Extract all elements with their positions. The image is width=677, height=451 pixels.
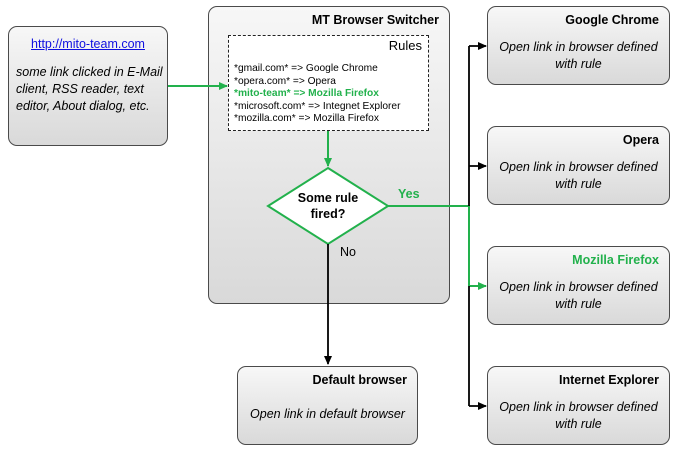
browser-text: Open link in browser defined with rule (499, 40, 658, 71)
browser-title: Opera (622, 133, 659, 147)
browser-title: Internet Explorer (558, 373, 659, 387)
source-box: http://mito-team.com some link clicked i… (8, 26, 168, 146)
browser-box-ie: Internet Explorer Open link in browser d… (487, 366, 670, 445)
rule-item: *microsoft.com* => Integnet Explorer (234, 100, 401, 112)
browser-box-opera: Opera Open link in browser defined with … (487, 126, 670, 205)
source-link[interactable]: http://mito-team.com (31, 37, 145, 51)
rule-item: *gmail.com* => Google Chrome (234, 63, 378, 74)
browser-box-chrome: Google Chrome Open link in browser defin… (487, 6, 670, 85)
browser-title: Google Chrome (565, 13, 659, 27)
browser-box-firefox: Mozilla Firefox Open link in browser def… (487, 246, 670, 325)
browser-text: Open link in browser defined with rule (499, 280, 658, 311)
default-browser-box: Default browser Open link in default bro… (237, 366, 418, 445)
no-label: No (340, 245, 356, 259)
rule-item: *opera.com* => Opera (234, 75, 336, 87)
browser-text: Open link in browser defined with rule (499, 160, 658, 191)
rules-list: *gmail.com* => Google Chrome*opera.com* … (234, 63, 400, 126)
rules-box: Rules *gmail.com* => Google Chrome*opera… (228, 35, 429, 131)
default-browser-text: Open link in default browser (250, 407, 405, 421)
switcher-title: MT Browser Switcher (311, 13, 439, 27)
browser-text: Open link in browser defined with rule (499, 400, 658, 431)
source-description: some link clicked in E-Mail client, RSS … (16, 65, 163, 113)
default-browser-title: Default browser (312, 373, 407, 387)
rule-item: *mozilla.com* => Mozilla Firefox (234, 113, 379, 125)
yes-label: Yes (398, 187, 420, 201)
rule-item: *mito-team* => Mozilla Firefox (234, 88, 379, 100)
decision-label: Some rule fired? (297, 191, 359, 221)
rules-title: Rules (388, 38, 422, 53)
browser-title: Mozilla Firefox (572, 253, 659, 267)
